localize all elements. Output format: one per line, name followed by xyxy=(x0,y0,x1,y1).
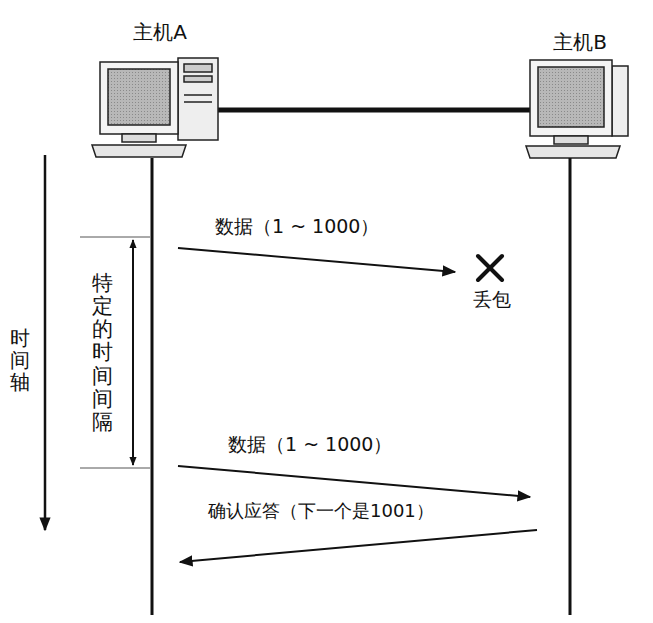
ack-arrow xyxy=(180,530,537,562)
data-arrow-resend xyxy=(178,466,530,497)
computer-a xyxy=(92,58,218,157)
loss-cross xyxy=(478,256,502,280)
interval-arrow xyxy=(132,240,134,465)
message-label: 数据（1 ~ 1000） xyxy=(215,215,379,238)
message-label: 数据（1 ~ 1000） xyxy=(228,433,392,456)
time-axis xyxy=(44,155,47,530)
timeline-a xyxy=(151,158,154,615)
interval-tick xyxy=(80,237,150,238)
data-arrow-lost xyxy=(178,248,455,272)
loss-label: 丢包 xyxy=(473,288,511,311)
interval-tick xyxy=(80,468,150,469)
network-cable xyxy=(215,108,532,113)
message-label: 确认应答（下一个是1001） xyxy=(208,500,434,522)
interval-label: 特定的时间间隔 xyxy=(92,272,113,434)
computer-b xyxy=(526,60,628,158)
host-label: 主机A xyxy=(133,20,187,44)
timeline-b xyxy=(569,158,572,615)
host-label: 主机B xyxy=(553,30,607,54)
axis-label: 时间轴 xyxy=(10,327,30,393)
